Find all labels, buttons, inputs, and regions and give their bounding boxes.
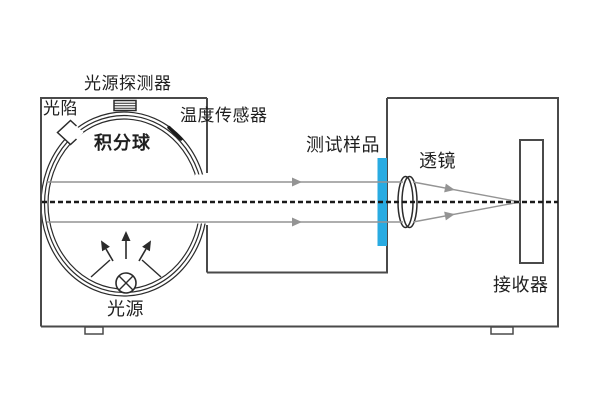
upper-converging-ray bbox=[412, 181, 521, 203]
lower-converging-ray bbox=[412, 201, 521, 223]
light-trap-body bbox=[57, 120, 84, 145]
label-temperature-sensor: 温度传感器 bbox=[180, 106, 268, 126]
label-light-source-detector: 光源探测器 bbox=[84, 74, 172, 94]
lower-converging-arrowhead bbox=[444, 211, 455, 221]
light-rays bbox=[47, 181, 521, 223]
left-baffle-line bbox=[90, 259, 111, 278]
ray-arrowheads bbox=[292, 177, 455, 227]
detector-hatch-lines bbox=[114, 102, 136, 109]
lamp-cross bbox=[118, 275, 134, 291]
emission-arrow-shafts bbox=[105, 241, 147, 262]
temperature-sensor-icon bbox=[167, 125, 183, 141]
label-light-trap: 光陷 bbox=[43, 99, 78, 119]
sphere-exit-port-opening bbox=[195, 174, 211, 224]
light-source-detector-icon bbox=[113, 99, 137, 112]
housing-outline bbox=[40, 97, 559, 328]
light-trap-outline bbox=[56, 119, 78, 146]
emission-arrowheads bbox=[101, 231, 151, 252]
right-baffle-line bbox=[141, 259, 162, 278]
label-test-sample: 测试样品 bbox=[306, 135, 380, 156]
light-source-icon bbox=[90, 231, 162, 294]
upper-beam-arrowhead bbox=[292, 177, 302, 187]
light-trap-icon bbox=[56, 119, 84, 146]
label-receiver: 接收器 bbox=[493, 275, 549, 296]
label-lens: 透镜 bbox=[419, 151, 456, 172]
label-integrating-sphere: 积分球 bbox=[94, 133, 151, 154]
right-foot bbox=[490, 326, 514, 335]
upper-converging-arrowhead bbox=[444, 183, 455, 193]
label-light-source: 光源 bbox=[107, 299, 144, 320]
lower-beam-arrowhead bbox=[292, 217, 302, 227]
left-foot bbox=[84, 326, 104, 335]
